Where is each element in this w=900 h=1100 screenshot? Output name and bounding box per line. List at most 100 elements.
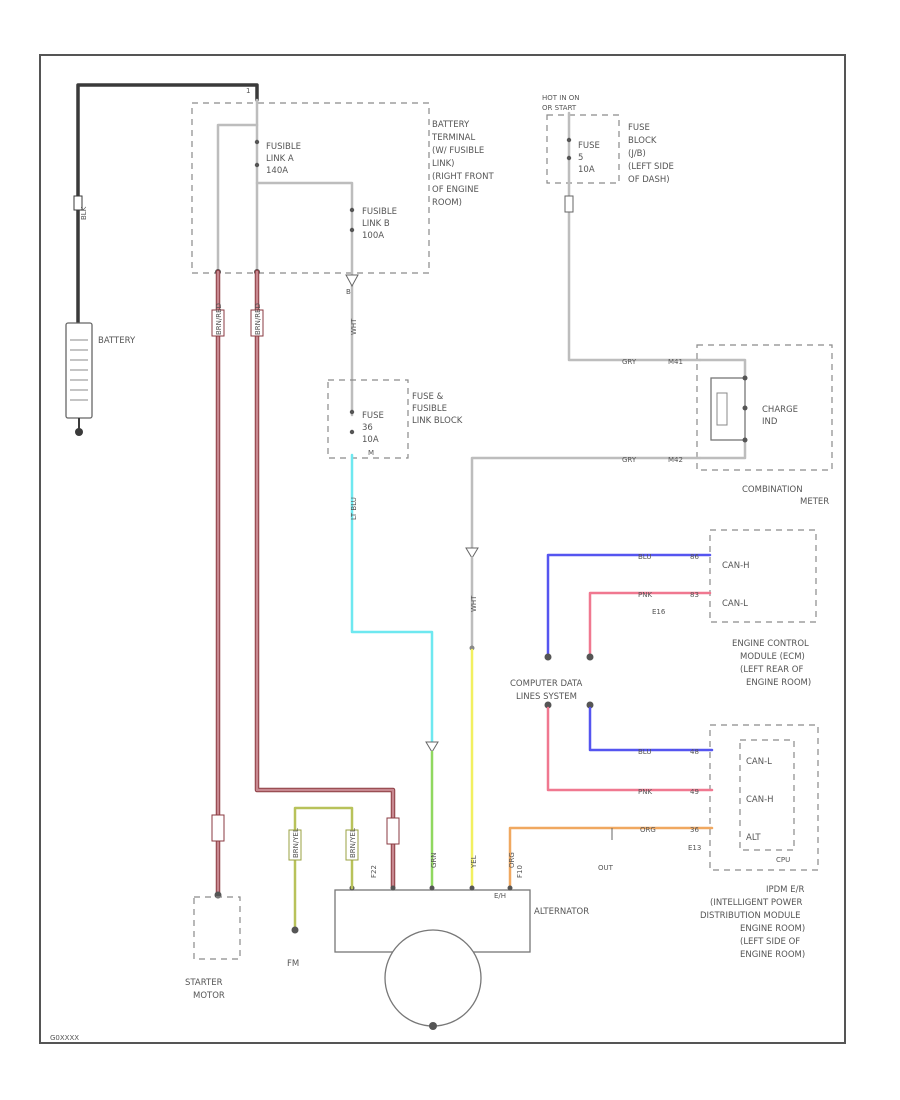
svg-text:140A: 140A: [266, 166, 288, 176]
svg-text:86: 86: [690, 553, 699, 561]
fusible-link-a-label: FUSIBLE: [266, 142, 301, 152]
svg-text:5: 5: [578, 153, 583, 163]
lt-blu-wire: [350, 453, 434, 747]
ipdm-box: [709, 724, 819, 871]
ecm-group: BLU 86 PNK 83 CAN-H CAN-L E16 ENGINE CON…: [544, 529, 817, 688]
svg-text:(LEFT SIDE OF: (LEFT SIDE OF: [740, 937, 800, 947]
fm-label: FM: [287, 959, 299, 969]
svg-text:WHT: WHT: [470, 595, 478, 612]
svg-text:48: 48: [690, 748, 699, 756]
fuse-block-box: [546, 114, 620, 184]
wire-tag-d: [386, 817, 400, 845]
svg-text:83: 83: [690, 591, 699, 599]
svg-text:CPU: CPU: [776, 856, 790, 864]
svg-text:PNK: PNK: [638, 591, 652, 599]
charge-ind-lamp: [716, 392, 728, 426]
svg-text:ENGINE CONTROL: ENGINE CONTROL: [732, 639, 809, 649]
fuse-5-pin-top: [566, 137, 572, 143]
svg-text:LINK A: LINK A: [266, 154, 294, 164]
svg-text:E16: E16: [652, 608, 666, 616]
ipdm-can-h-wire: [588, 706, 714, 752]
fm-wire-group: BRN/YEL BRN/YEL FM: [287, 806, 359, 969]
starter-motor-group: STARTER MOTOR: [185, 896, 241, 1001]
svg-text:M42: M42: [668, 456, 683, 464]
ipdm-can-l-wire: [546, 706, 714, 792]
battery-positive-cable: [76, 83, 259, 327]
svg-text:M: M: [368, 449, 374, 457]
svg-text:CAN-H: CAN-H: [746, 795, 774, 805]
svg-text:GRY: GRY: [622, 358, 637, 366]
battery-label: BATTERY: [98, 336, 136, 346]
battery-ground-icon: [75, 428, 83, 436]
svg-text:BRN/RED: BRN/RED: [215, 303, 223, 335]
alternator-ground-icon: [429, 1022, 437, 1030]
starter-motor-box: [193, 896, 241, 960]
wire-tag-c: [211, 814, 225, 842]
fusible-link-b-pin-bottom: [349, 227, 355, 233]
svg-text:FUSE: FUSE: [628, 123, 650, 133]
svg-text:LINES SYSTEM: LINES SYSTEM: [516, 692, 577, 702]
svg-text:49: 49: [690, 788, 699, 796]
fusible-link-b-pin-top: [349, 207, 355, 213]
ipdm-group: BLU 48 PNK 49 ORG 36 CAN-L CAN-H ALT CPU…: [508, 701, 819, 960]
svg-text:FUSE: FUSE: [362, 411, 384, 421]
svg-text:ENGINE ROOM): ENGINE ROOM): [740, 924, 805, 934]
svg-text:GRY: GRY: [622, 456, 637, 464]
svg-text:36: 36: [362, 423, 373, 433]
starter-motor-label: STARTER: [185, 978, 223, 988]
svg-text:HOT IN ON: HOT IN ON: [542, 94, 580, 102]
svg-text:LINK B: LINK B: [362, 219, 390, 229]
battery-group: BATTERY BLK: [65, 83, 259, 436]
combination-meter: CHARGE IND COMBINATION METER: [696, 344, 833, 507]
svg-text:(INTELLIGENT POWER: (INTELLIGENT POWER: [710, 898, 803, 908]
svg-text:PNK: PNK: [638, 788, 652, 796]
fuse-36-pin-top: [349, 409, 355, 415]
svg-text:BLOCK: BLOCK: [628, 136, 657, 146]
svg-text:IND: IND: [762, 417, 778, 427]
fusible-link-a-pin-top: [254, 139, 260, 145]
svg-text:LINK BLOCK: LINK BLOCK: [412, 416, 463, 426]
battery-connector-marker: [73, 195, 83, 211]
svg-text:ENGINE ROOM): ENGINE ROOM): [746, 678, 811, 688]
battery-terminal-text: BATTERY TERMINAL (W/ FUSIBLE LINK) (RIGH…: [431, 120, 494, 208]
fusible-link-b-wire: [255, 181, 354, 277]
alternator-group: ALTERNATOR F22 F10 E/H ORG: [334, 852, 589, 1030]
svg-text:METER: METER: [800, 497, 829, 507]
svg-text:ORG: ORG: [640, 826, 656, 834]
lt-blu-connector-icon: [425, 741, 439, 753]
cpu-box: [739, 739, 795, 851]
svg-text:FUSIBLE: FUSIBLE: [412, 404, 447, 414]
alternator-pulley-icon: [384, 929, 482, 1027]
svg-text:DISTRIBUTION MODULE: DISTRIBUTION MODULE: [700, 911, 800, 921]
svg-text:MODULE (ECM): MODULE (ECM): [740, 652, 805, 662]
wire-tag-b: [250, 309, 264, 337]
svg-text:10A: 10A: [362, 435, 379, 445]
svg-text:F10: F10: [516, 865, 524, 878]
svg-text:E13: E13: [688, 844, 701, 852]
svg-text:(J/B): (J/B): [628, 149, 646, 159]
diagram-id: G0XXXX: [50, 1034, 79, 1042]
svg-text:F22: F22: [370, 865, 378, 878]
fuse-5-connector: [564, 195, 574, 213]
ipdm-alt-wire: [508, 826, 714, 890]
wire-tag-a: [211, 309, 225, 337]
svg-text:FUSE: FUSE: [578, 141, 600, 151]
battery-terminal-block: BATTERY TERMINAL (W/ FUSIBLE LINK) (RIGH…: [191, 87, 494, 277]
svg-text:ALT: ALT: [746, 833, 761, 843]
charge-ind-label: CHARGE: [762, 405, 798, 415]
svg-text:BLU: BLU: [638, 748, 651, 756]
svg-text:ENGINE ROOM): ENGINE ROOM): [740, 950, 805, 960]
svg-text:BLU: BLU: [638, 553, 651, 561]
svg-text:(W/ FUSIBLE: (W/ FUSIBLE: [432, 146, 484, 156]
svg-text:LINK): LINK): [432, 159, 455, 169]
svg-text:100A: 100A: [362, 231, 384, 241]
ecm-can-l-wire: [588, 591, 712, 657]
svg-text:IPDM E/R: IPDM E/R: [766, 885, 804, 895]
fuse-fusible-link-block: WHT FUSE 36 10A FUSE & FUSIBLE LINK BLOC…: [327, 273, 463, 459]
svg-text:YEL: YEL: [470, 855, 478, 869]
svg-text:MOTOR: MOTOR: [193, 991, 225, 1001]
svg-text:BATTERY: BATTERY: [432, 120, 470, 130]
diagram-frame: [39, 54, 846, 1044]
battery-wire-color: BLK: [80, 206, 88, 220]
